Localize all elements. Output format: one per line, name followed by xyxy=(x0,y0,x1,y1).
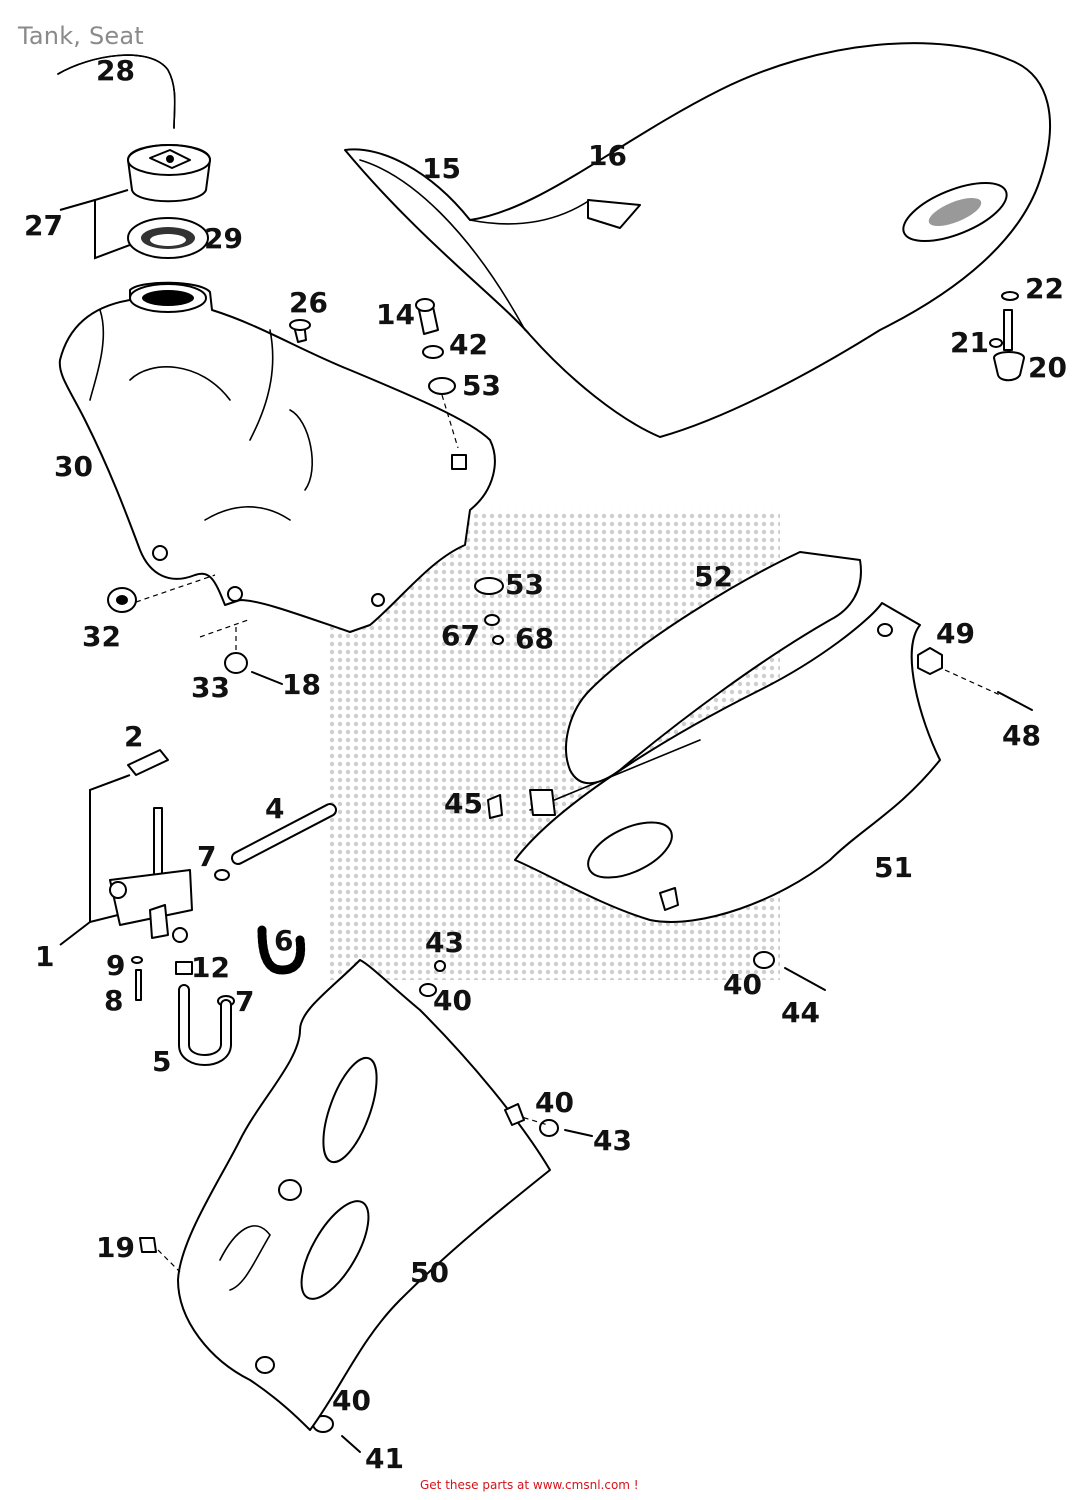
bracket-45-part xyxy=(487,789,556,819)
callout-40-lower: 40 xyxy=(535,1086,574,1119)
callout-4: 4 xyxy=(265,792,284,825)
callout-21: 21 xyxy=(950,326,989,359)
callout-40-bottom: 40 xyxy=(332,1384,371,1417)
callout-28: 28 xyxy=(96,54,135,87)
washer-22-part xyxy=(1001,291,1019,301)
seat-bolt-20-part xyxy=(993,309,1025,382)
petcock-bracket-part xyxy=(127,749,169,776)
nut-49-part xyxy=(917,647,943,675)
callout-50: 50 xyxy=(410,1256,449,1289)
callout-32: 32 xyxy=(82,620,121,653)
callout-26: 26 xyxy=(289,286,328,319)
callout-14: 14 xyxy=(376,298,415,331)
shroud-50-part xyxy=(177,959,551,1431)
callout-68: 68 xyxy=(515,622,554,655)
callout-48: 48 xyxy=(1002,719,1041,752)
washer-21-part xyxy=(989,338,1003,348)
callout-40-right: 40 xyxy=(723,968,762,1001)
callout-41: 41 xyxy=(365,1442,404,1475)
callout-52: 52 xyxy=(694,560,733,593)
seat-bolt-14-part xyxy=(415,298,439,335)
callout-1: 1 xyxy=(35,940,54,973)
speed-nut-19-part xyxy=(139,1237,157,1253)
callout-16: 16 xyxy=(588,139,627,172)
washer-40a-part xyxy=(419,983,437,997)
fuel-hose-4-part xyxy=(231,803,337,865)
callout-33: 33 xyxy=(191,671,230,704)
callout-20: 20 xyxy=(1028,351,1067,384)
callout-27: 27 xyxy=(24,209,63,242)
washer-40b-part xyxy=(753,951,775,969)
washer-67-part xyxy=(484,614,500,626)
callout-6: 6 xyxy=(274,924,293,957)
washer-42-part xyxy=(422,345,444,359)
callout-53-mid: 53 xyxy=(505,568,544,601)
callout-29: 29 xyxy=(204,222,243,255)
callout-2: 2 xyxy=(124,720,143,753)
tank-grommet-part xyxy=(107,587,137,613)
callout-22: 22 xyxy=(1025,272,1064,305)
callout-44: 44 xyxy=(781,996,820,1029)
callout-53-top: 53 xyxy=(462,369,501,402)
side-cover-51-part xyxy=(514,602,941,923)
tank-screw-26-part xyxy=(289,319,311,343)
tank-bushing-part xyxy=(224,652,248,674)
screw-8-part xyxy=(135,969,142,1001)
washer-40c-part xyxy=(539,1119,559,1137)
callout-43-mid: 43 xyxy=(425,926,464,959)
callout-18: 18 xyxy=(282,668,321,701)
fuel-hose-5-part xyxy=(178,984,232,1066)
fuel-hose-6-part xyxy=(257,925,306,975)
cap-gasket-part xyxy=(127,217,209,259)
washer-43a-part xyxy=(434,960,446,972)
fuel-tank-part xyxy=(58,281,496,633)
callout-51: 51 xyxy=(874,851,913,884)
callout-labels: 28 27 29 15 16 26 14 42 53 22 21 20 30 5… xyxy=(24,54,1067,1475)
callout-8: 8 xyxy=(104,984,123,1017)
callout-7-top: 7 xyxy=(197,840,216,873)
callout-5: 5 xyxy=(152,1045,171,1078)
washer-53b-part xyxy=(474,577,504,595)
callout-42: 42 xyxy=(449,328,488,361)
fuel-cap-part xyxy=(127,144,211,203)
page-title: Tank, Seat xyxy=(18,22,144,50)
callout-12: 12 xyxy=(191,951,230,984)
fuel-petcock-part xyxy=(109,807,193,943)
callout-40-mid: 40 xyxy=(433,984,472,1017)
callout-67: 67 xyxy=(441,619,480,652)
callout-7-bottom: 7 xyxy=(235,985,254,1018)
washer-53-part xyxy=(428,377,456,395)
hose-clamp-7a-part xyxy=(214,869,230,881)
callout-45: 45 xyxy=(444,787,483,820)
callout-9: 9 xyxy=(106,949,125,982)
side-cover-52-part xyxy=(565,551,862,785)
footer-cmsnl-link[interactable]: Get these parts at www.cmsnl.com ! xyxy=(420,1478,639,1492)
callout-49: 49 xyxy=(936,617,975,650)
washer-68-part xyxy=(492,635,504,645)
callout-19: 19 xyxy=(96,1231,135,1264)
callout-15: 15 xyxy=(422,152,461,185)
washer-9-part xyxy=(131,956,143,964)
seat-part xyxy=(344,42,1051,438)
clip-12-part xyxy=(175,961,193,975)
callout-43-lower: 43 xyxy=(593,1124,632,1157)
callout-30: 30 xyxy=(54,450,93,483)
